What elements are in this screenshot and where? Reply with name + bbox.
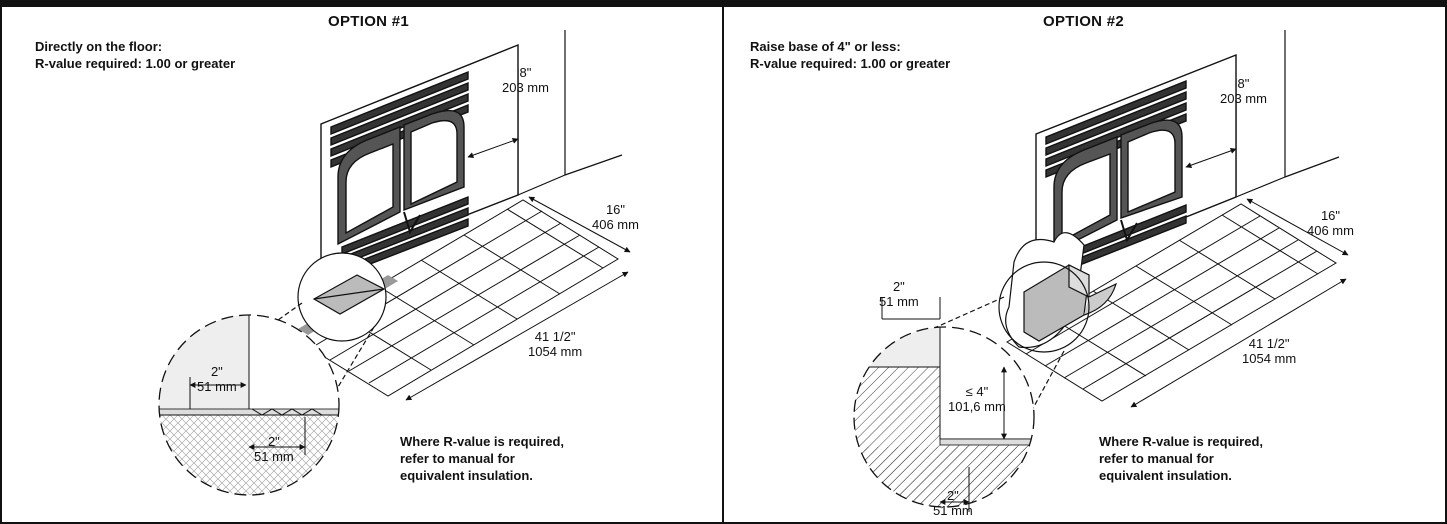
note-line-3: equivalent insulation. [1099, 468, 1232, 483]
width-mm: 1054 mm [528, 344, 583, 359]
side-clearance-mm: 203 mm [502, 80, 549, 95]
wall-outline [517, 30, 623, 196]
height-mm: 101,6 mm [948, 399, 1006, 414]
option-2-width: 41 1/2" 1054 mm [1242, 336, 1296, 366]
option-1-subtitle-line1: Directly on the floor: [35, 39, 163, 54]
height-inches: ≤ 4" [965, 384, 989, 399]
option-1-front-clearance: 16" 406 mm [592, 202, 639, 232]
option-1-title: OPTION #1 [328, 13, 410, 30]
wall-outline [1235, 30, 1340, 198]
detail-circle [158, 314, 340, 496]
note-line-2: refer to manual for [1099, 451, 1214, 466]
note-line-1: Where R-value is required, [1099, 434, 1263, 449]
option-2-panel: OPTION #2 Raise base of 4" or less: R-va… [722, 7, 1447, 524]
option-2-side-clearance: 8" 203 mm [1220, 76, 1267, 106]
option-2-note: Where R-value is required, refer to manu… [1099, 433, 1263, 484]
stove-illustration [320, 43, 519, 280]
option-1-width: 41 1/2" 1054 mm [528, 329, 582, 359]
option-2-title: OPTION #2 [1043, 13, 1125, 30]
side-clearance-inches: 8" [1237, 76, 1250, 91]
option-2-diagram [853, 30, 1349, 512]
front-clearance-mm: 406 mm [592, 217, 639, 232]
stove-illustration [1035, 53, 1237, 279]
option-1-panel: OPTION #1 Directly on the floor: R-value… [0, 7, 724, 524]
front-clearance-inches: 16" [1320, 208, 1341, 223]
option-1-detail-bottom: 2" 51 mm [254, 434, 294, 464]
width-inches: 41 1/2" [1248, 336, 1290, 351]
detail-bottom-inches: 2" [267, 434, 280, 449]
detail-bottom-inches: 2" [946, 488, 959, 503]
option-2-subtitle-line2: R-value required: 1.00 or greater [750, 56, 951, 71]
option-2-detail-top: 2" 51 mm [879, 279, 919, 309]
detail-bottom-mm: 51 mm [254, 449, 294, 464]
detail-top-mm: 51 mm [879, 294, 919, 309]
width-mm: 1054 mm [1242, 351, 1297, 366]
option-2-subtitle: Raise base of 4" or less: R-value requir… [750, 38, 950, 72]
option-2-detail-bottom: 2" 51 mm [933, 488, 973, 518]
option-1-subtitle: Directly on the floor: R-value required:… [35, 38, 235, 72]
option-1-subtitle-line2: R-value required: 1.00 or greater [35, 56, 236, 71]
note-line-2: refer to manual for [400, 451, 515, 466]
front-clearance-inches: 16" [605, 202, 626, 217]
side-clearance-inches: 8" [519, 65, 532, 80]
detail-top-inches: 2" [210, 364, 223, 379]
detail-circle [853, 326, 1035, 508]
width-inches: 41 1/2" [534, 329, 576, 344]
detail-top-mm: 51 mm [197, 379, 237, 394]
option-1-note: Where R-value is required, refer to manu… [400, 433, 564, 484]
note-line-1: Where R-value is required, [400, 434, 564, 449]
option-2-height: ≤ 4" 101,6 mm [948, 384, 1006, 414]
option-1-diagram [158, 30, 631, 496]
option-2-subtitle-line1: Raise base of 4" or less: [750, 39, 901, 54]
dimension-lines [189, 138, 631, 455]
option-2-front-clearance: 16" 406 mm [1307, 208, 1354, 238]
dimension-lines [881, 148, 1349, 512]
side-clearance-mm: 203 mm [1220, 91, 1267, 106]
option-1-detail-top: 2" 51 mm [197, 364, 237, 394]
front-clearance-mm: 406 mm [1307, 223, 1354, 238]
detail-bottom-mm: 51 mm [933, 503, 973, 518]
note-line-3: equivalent insulation. [400, 468, 533, 483]
top-bar [0, 0, 1447, 7]
option-1-side-clearance: 8" 203 mm [502, 65, 549, 95]
detail-top-inches: 2" [892, 279, 905, 294]
